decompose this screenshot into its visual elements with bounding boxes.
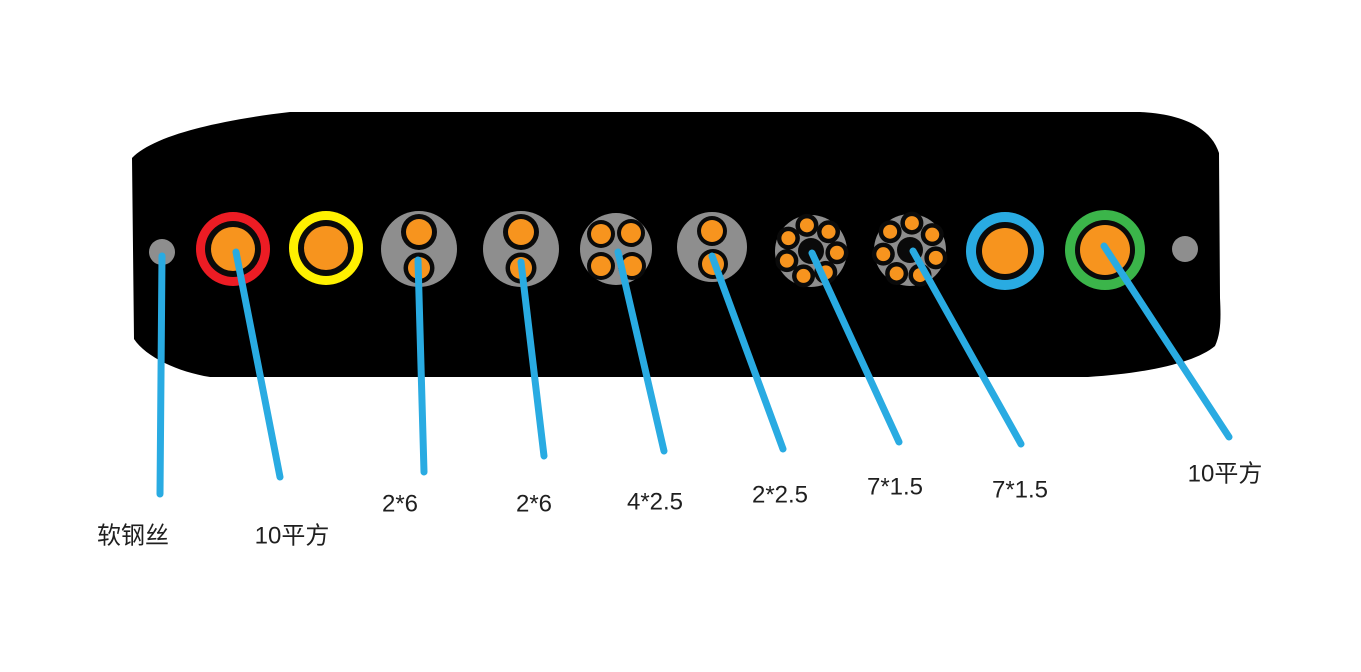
core-label: 2*6 <box>516 491 552 518</box>
strand-conductor <box>508 219 534 245</box>
cores-layer <box>149 210 1198 290</box>
conductor-circle <box>211 227 255 271</box>
core-10sq-red <box>196 212 270 286</box>
strand-conductor <box>883 224 898 239</box>
strand-conductor <box>591 224 611 244</box>
leader-line-bundle-7x1p5-b <box>909 247 1025 448</box>
strand-conductor <box>621 223 641 243</box>
core-label: 2*6 <box>382 491 418 518</box>
leader-lines-layer <box>156 242 1233 498</box>
core-label: 软钢丝 <box>97 523 169 550</box>
labels-layer: 软钢丝 10平方 2*6 2*6 4*2.5 2*2.5 7*1.5 7*1.5 10平方 <box>97 461 1262 550</box>
strand-conductor <box>781 231 796 246</box>
strand-conductor <box>876 247 891 262</box>
strand-conductor <box>796 268 811 283</box>
strand-conductor <box>889 266 904 281</box>
leader-line-bundle-2x6-a <box>414 256 428 476</box>
steel-wire-left <box>149 239 175 265</box>
leader-line-core-10sq-green <box>1100 242 1233 441</box>
core-label: 2*2.5 <box>752 482 808 509</box>
bundle-2x2p5 <box>677 212 747 282</box>
core-blue <box>966 212 1044 290</box>
strand-conductor <box>928 250 943 265</box>
filler-circle <box>677 212 747 282</box>
steel-wire-right <box>1172 236 1198 262</box>
leader-line-bundle-2x2p5 <box>708 252 787 453</box>
strand-conductor <box>406 219 432 245</box>
strand-conductor <box>904 216 919 231</box>
leader-line-bundle-4x2p5 <box>614 248 668 455</box>
strand-conductor <box>591 256 611 276</box>
steel-wire-circle <box>149 239 175 265</box>
strand-conductor <box>925 227 940 242</box>
core-label: 4*2.5 <box>627 489 683 516</box>
steel-wire-circle <box>1172 236 1198 262</box>
strand-conductor <box>821 224 836 239</box>
leader-line-bundle-7x1p5-a <box>808 249 903 446</box>
conductor-circle <box>982 228 1028 274</box>
core-label: 7*1.5 <box>992 477 1048 504</box>
bundle-4x2p5 <box>580 213 652 285</box>
strand-conductor <box>829 245 844 260</box>
core-label: 10平方 <box>255 523 330 550</box>
strand-conductor <box>799 218 814 233</box>
strand-conductor <box>701 220 723 242</box>
leader-line-steel-wire-left <box>156 252 166 498</box>
leader-line-core-10sq-red <box>232 248 284 481</box>
strand-conductor <box>622 256 642 276</box>
bundle-2x6-b <box>483 211 559 287</box>
conductor-circle <box>304 226 348 270</box>
bundle-2x6-a <box>381 211 457 287</box>
leader-line-bundle-2x6-b <box>517 258 548 460</box>
core-label: 7*1.5 <box>867 474 923 501</box>
strand-conductor <box>779 253 794 268</box>
core-label: 10平方 <box>1188 461 1263 488</box>
core-yellow <box>289 211 363 285</box>
